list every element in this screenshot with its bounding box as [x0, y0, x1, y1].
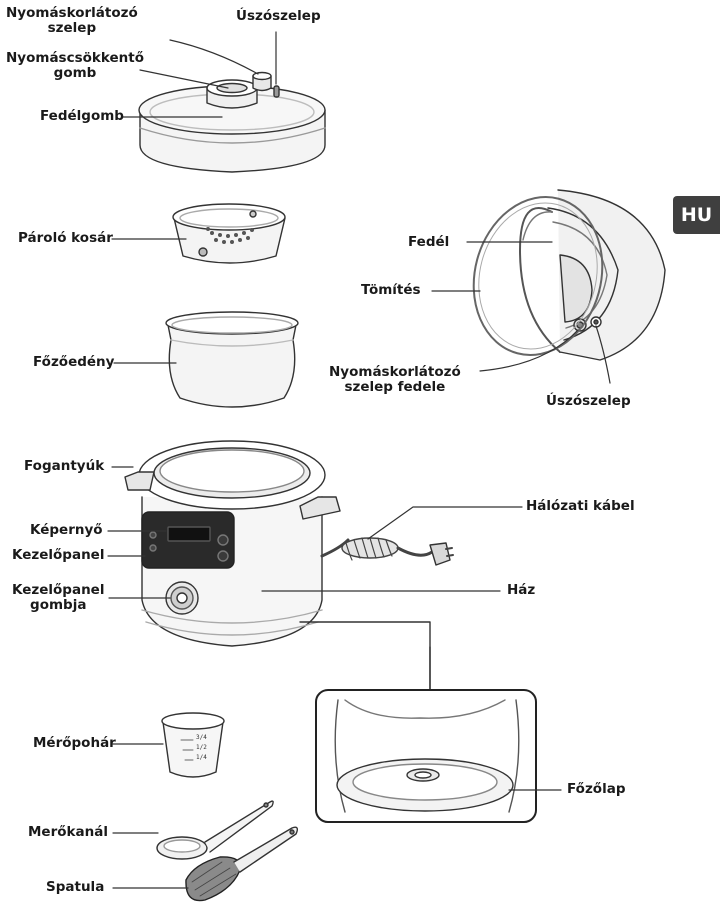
lid-side-illustration — [519, 189, 666, 361]
measuring-cup-illustration — [161, 712, 225, 778]
label-cooking-bowl: Főzőedény — [33, 354, 115, 370]
leader-lines — [107, 31, 611, 889]
label-heating-plate: Főzőlap — [567, 781, 626, 797]
main-unit-illustration — [124, 440, 341, 647]
label-float-valve-top: Úszószelep — [236, 8, 321, 24]
label-steam-basket: Pároló kosár — [18, 230, 113, 246]
label-measuring-spoon: Merőkanál — [28, 824, 108, 840]
cup-mark-3-4: 3/4 — [196, 734, 207, 741]
label-measuring-cup: Mérőpohár — [33, 735, 116, 751]
cup-mark-1-4: 1/4 — [196, 754, 207, 761]
power-cable-illustration — [320, 537, 454, 566]
lid-top-illustration — [138, 71, 326, 173]
label-handles: Fogantyúk — [24, 458, 105, 474]
label-display: Képernyő — [30, 522, 103, 538]
label-lid-knob: Fedélgomb — [40, 108, 124, 124]
gasket-ring — [472, 196, 604, 356]
label-control-panel-knob: Kezelőpanel gombja — [12, 582, 105, 613]
cup-mark-1-2: 1/2 — [196, 744, 207, 751]
spatula-illustration — [185, 826, 299, 902]
language-tab: HU — [673, 196, 720, 234]
label-power-cable: Hálózati kábel — [526, 498, 635, 514]
heating-plate-detail — [299, 621, 537, 823]
label-control-panel: Kezelőpanel — [12, 547, 105, 563]
steam-basket-illustration — [172, 203, 286, 264]
label-gasket: Tömítés — [361, 282, 421, 298]
label-spatula: Spatula — [46, 879, 105, 895]
label-pressure-release-button: Nyomáscsökkentő gomb — [6, 50, 144, 81]
label-housing: Ház — [507, 582, 536, 598]
label-pressure-valve-cover: Nyomáskorlátozó szelep fedele — [329, 364, 461, 395]
label-pressure-valve-top: Nyomáskorlátozó szelep — [6, 5, 138, 36]
label-float-valve-side: Úszószelep — [546, 393, 631, 409]
measuring-spoon-illustration — [156, 800, 274, 860]
label-lid: Fedél — [408, 234, 450, 250]
cooking-bowl-illustration — [165, 311, 299, 408]
